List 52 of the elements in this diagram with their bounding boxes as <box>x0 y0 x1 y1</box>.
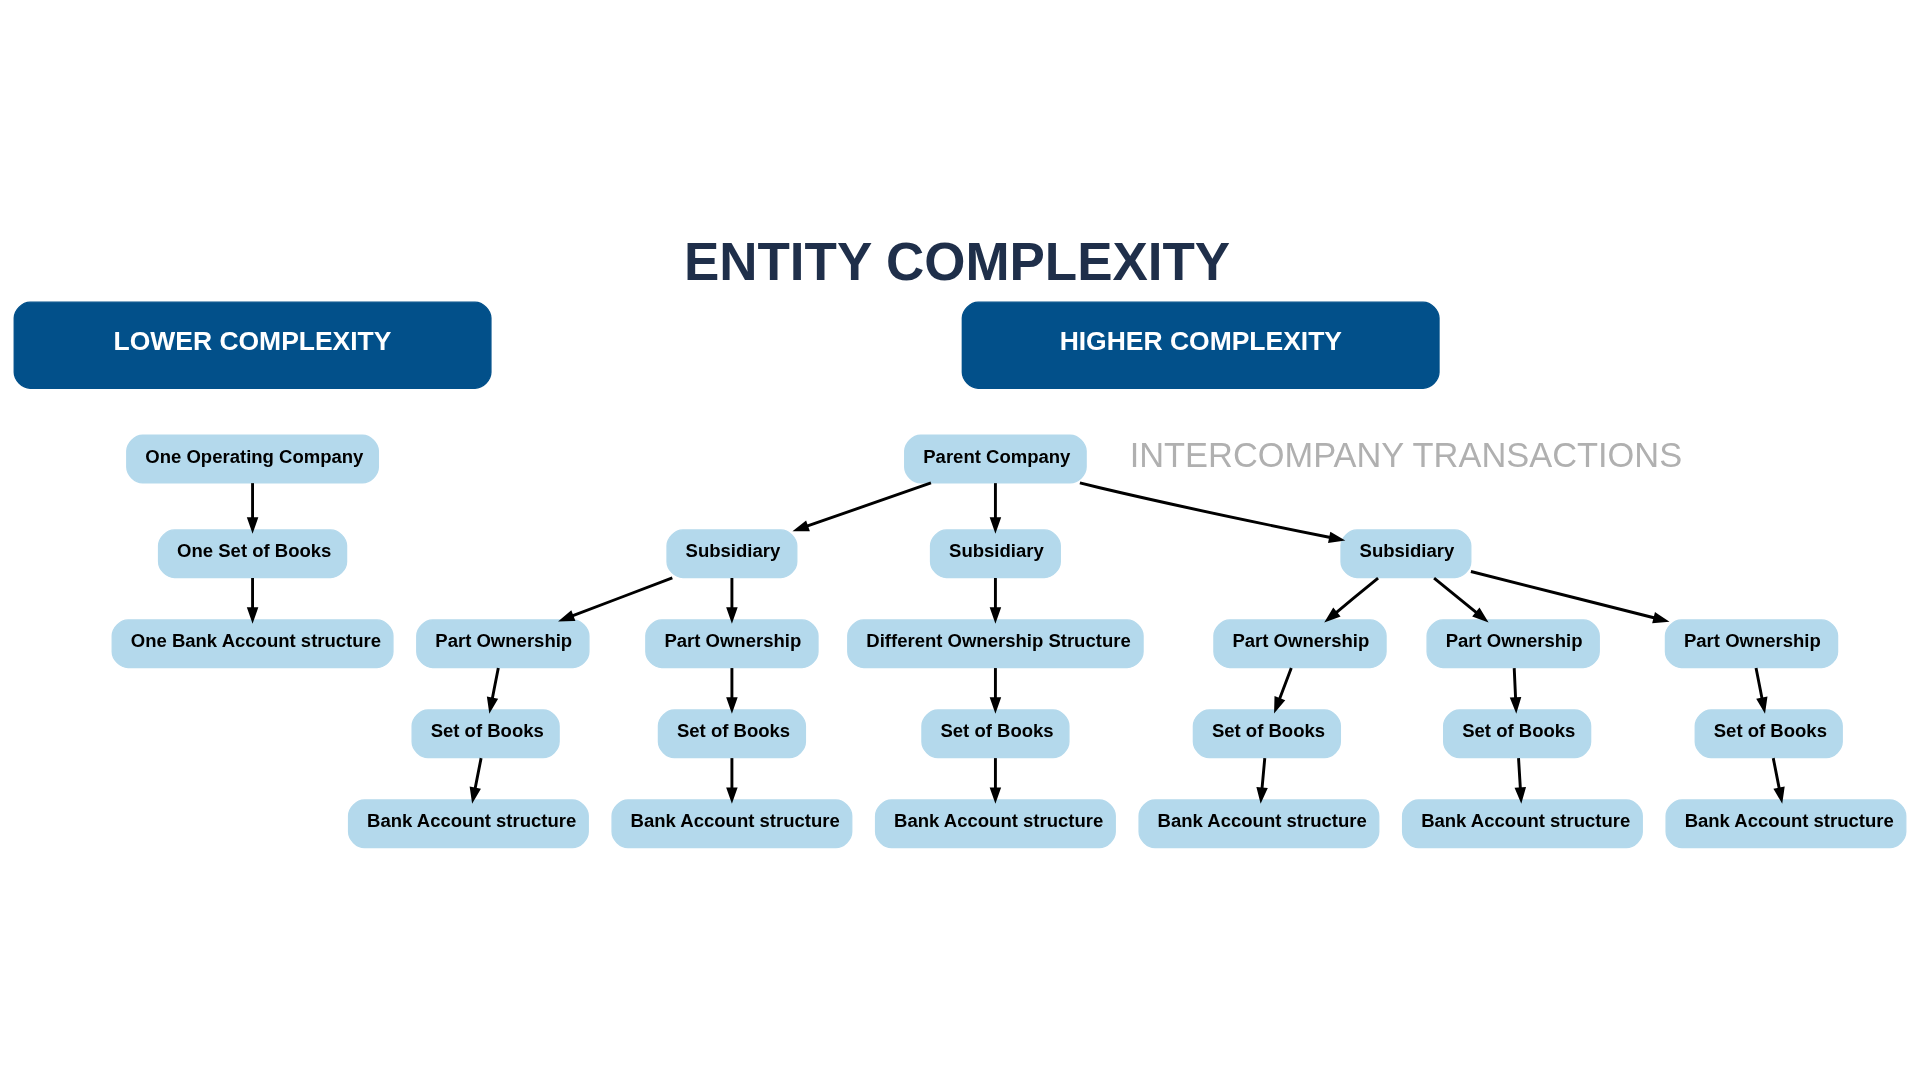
arrow <box>1771 757 1785 804</box>
node-box: Bank Account structure <box>347 798 589 848</box>
arrow <box>792 481 932 531</box>
arrow <box>989 577 1002 624</box>
arrow <box>989 482 1002 534</box>
arrow <box>558 575 673 621</box>
arrow <box>989 757 1002 804</box>
arrow <box>1754 667 1768 714</box>
arrow <box>726 667 738 714</box>
node-box: Part Ownership <box>1213 618 1387 668</box>
node-box: Bank Account structure <box>1665 798 1907 848</box>
node-box: Set of Books <box>657 708 807 758</box>
node-box: Part Ownership <box>645 618 819 668</box>
node-box: Bank Account structure <box>611 798 853 848</box>
label: INTERCOMPANY TRANSACTIONS <box>1129 435 1683 474</box>
arrow <box>1256 757 1268 804</box>
node-box: Set of Books <box>1443 708 1592 758</box>
arrow <box>246 482 259 534</box>
node-box: LOWER COMPLEXITY <box>13 301 492 389</box>
node-box: Bank Account structure <box>1401 798 1643 848</box>
arrow <box>726 577 738 624</box>
node-box: One Operating Company <box>126 434 380 484</box>
arrow <box>1274 667 1293 714</box>
node-box: Set of Books <box>411 708 560 758</box>
node-box: One Set of Books <box>157 528 348 578</box>
arrow <box>1079 481 1346 543</box>
diagram-title: ENTITY COMPLEXITY <box>683 231 1231 291</box>
node-box: Bank Account structure <box>874 798 1116 848</box>
arrow <box>726 757 738 804</box>
node-box: Subsidiary <box>929 528 1061 578</box>
arrow <box>486 667 500 714</box>
node-box: Bank Account structure <box>1138 798 1380 848</box>
node-box: HIGHER COMPLEXITY <box>961 301 1440 389</box>
node-box: One Bank Account structure <box>111 618 394 668</box>
arrow <box>469 757 483 804</box>
arrow <box>989 667 1002 714</box>
arrow <box>1509 667 1522 714</box>
node-box: Set of Books <box>1192 708 1341 758</box>
node-box: Subsidiary <box>666 528 798 578</box>
node-box: Part Ownership <box>1664 618 1839 668</box>
node-box: Part Ownership <box>416 618 590 668</box>
arrow <box>1324 576 1379 622</box>
arrow <box>246 577 259 624</box>
node-box: Different Ownership Structure <box>847 618 1144 668</box>
node-box: Set of Books <box>921 708 1070 758</box>
node-box: Subsidiary <box>1340 528 1472 578</box>
node-box: Parent Company <box>904 434 1087 484</box>
arrow <box>1514 757 1527 804</box>
arrow <box>1433 576 1489 622</box>
node-box: Part Ownership <box>1426 618 1600 668</box>
node-box: Set of Books <box>1694 708 1843 758</box>
arrow <box>1470 569 1670 623</box>
